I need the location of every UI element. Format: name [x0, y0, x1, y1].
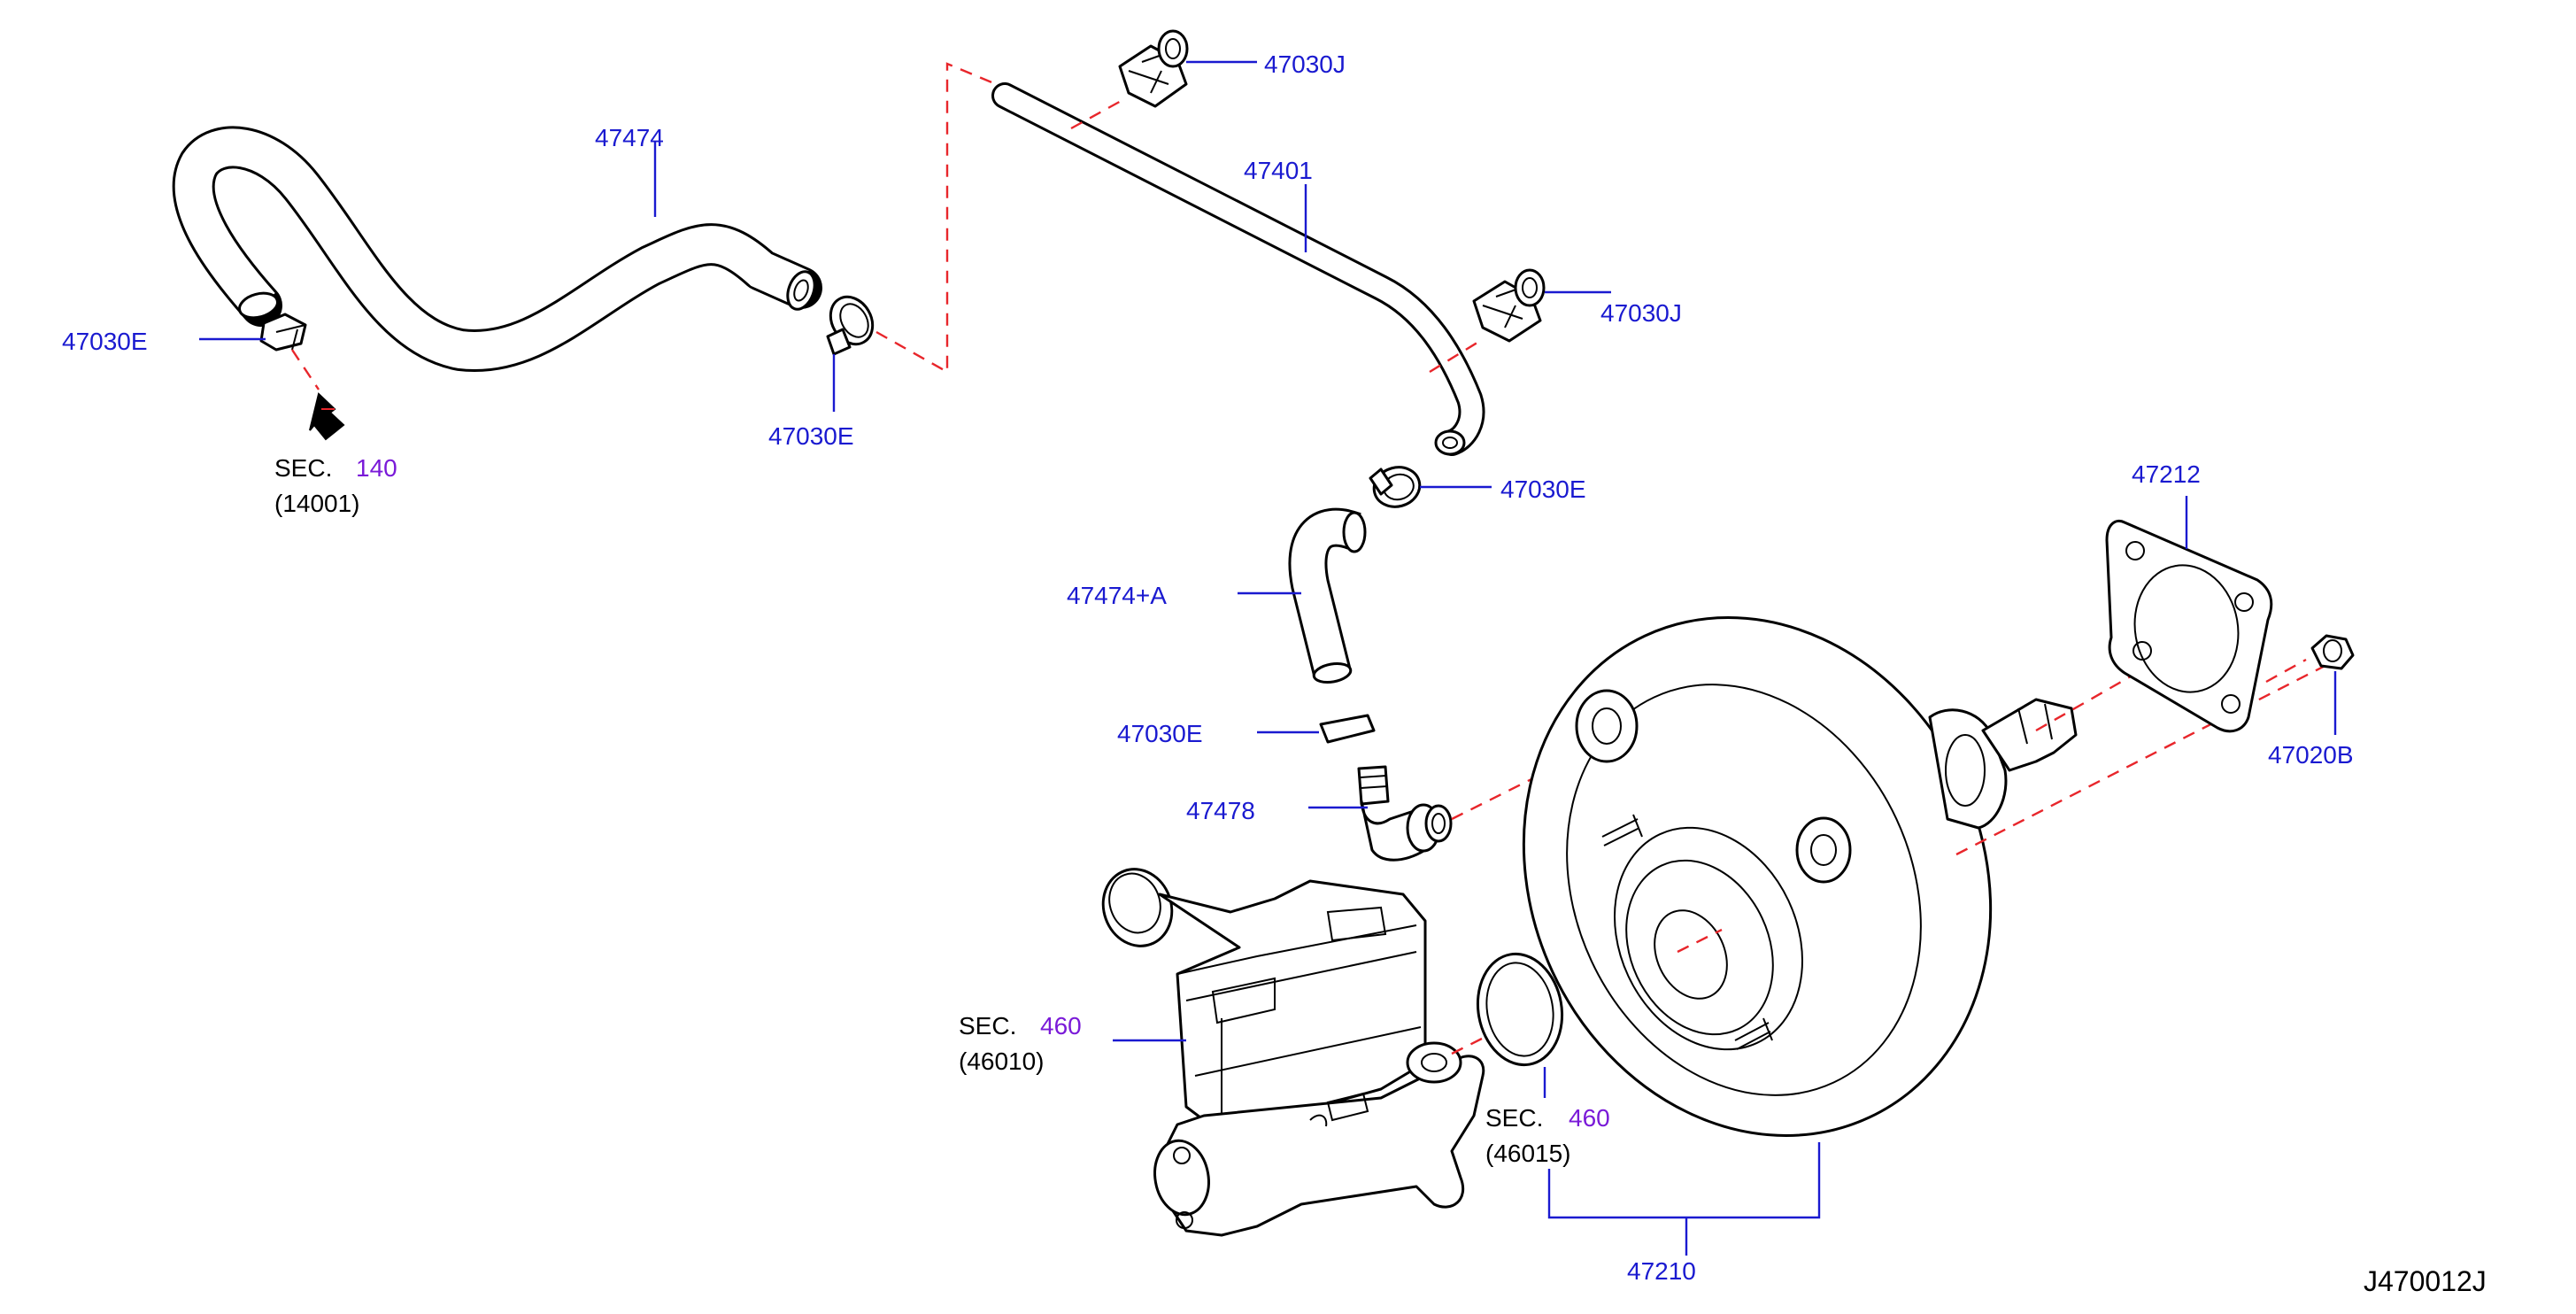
gasket-47212[interactable] — [2105, 519, 2273, 733]
tube-47401[interactable] — [991, 82, 1485, 456]
diagram-code: J470012J — [2364, 1265, 2487, 1297]
sec460-master-prefix: SEC. — [959, 1012, 1016, 1040]
label-47212: 47212 — [2132, 460, 2201, 488]
clamp-47030e-lower[interactable] — [1319, 714, 1376, 744]
hose-47474[interactable] — [172, 126, 822, 373]
sec460-seal-number[interactable]: 460 — [1569, 1104, 1610, 1132]
arrow-icon — [309, 392, 345, 441]
label-47020b: 47020B — [2268, 741, 2354, 769]
label-47474a: 47474+A — [1067, 582, 1167, 609]
label-47030e-left: 47030E — [62, 328, 148, 355]
label-47030e-upper-right: 47030E — [1500, 475, 1586, 503]
label-47478: 47478 — [1186, 797, 1255, 824]
sec460-seal-sub: (46015) — [1485, 1140, 1571, 1167]
label-47030j-top: 47030J — [1264, 50, 1346, 78]
hose-47474a[interactable] — [1288, 507, 1367, 684]
sec460-seal-prefix: SEC. — [1485, 1104, 1543, 1132]
sec460-master-sub: (46010) — [959, 1047, 1045, 1075]
valve-47478[interactable] — [1357, 765, 1453, 862]
clamp-47030e-left[interactable] — [259, 313, 307, 352]
sec460-master-number[interactable]: 460 — [1040, 1012, 1082, 1040]
sec140-prefix: SEC. — [274, 454, 332, 482]
label-47030j-right: 47030J — [1600, 299, 1682, 327]
label-47474: 47474 — [595, 124, 664, 151]
label-47030e-mid: 47030E — [768, 422, 854, 450]
sec140-sub: (14001) — [274, 490, 360, 517]
master-cylinder[interactable] — [1092, 860, 1485, 1237]
sec140-number[interactable]: 140 — [356, 454, 397, 482]
clamp-47030e-upper-right[interactable] — [1369, 462, 1424, 512]
label-47210: 47210 — [1627, 1257, 1696, 1285]
brake-booster-47210[interactable] — [1440, 540, 2078, 1212]
label-47401: 47401 — [1244, 157, 1313, 184]
clip-47030j-top[interactable] — [1118, 29, 1189, 108]
clamp-47030e-mid[interactable] — [822, 290, 881, 356]
clip-47030j-right[interactable] — [1472, 268, 1546, 343]
seal-ring[interactable] — [1469, 947, 1570, 1071]
label-47030e-lower: 47030E — [1117, 720, 1203, 747]
nut-47020b[interactable] — [2310, 634, 2355, 670]
